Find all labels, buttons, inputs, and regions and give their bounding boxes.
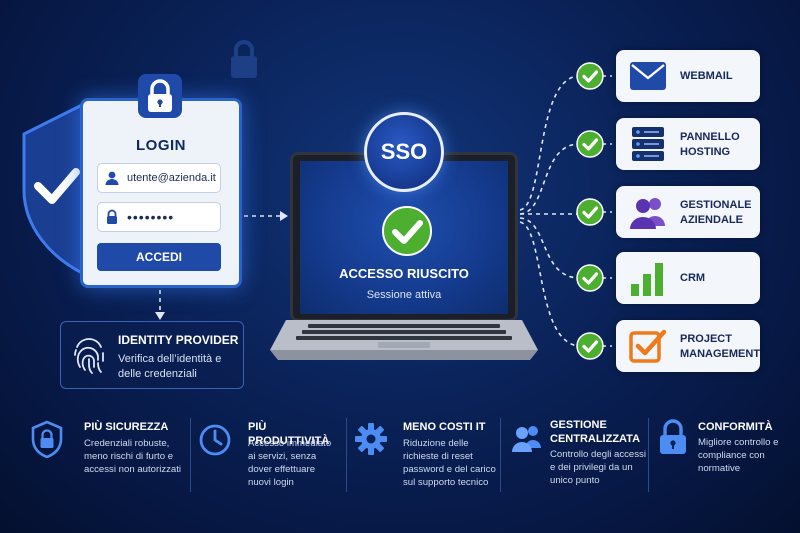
benefit-divider bbox=[500, 418, 501, 492]
lock-icon bbox=[660, 419, 686, 454]
password-field[interactable]: •••••••• bbox=[97, 202, 221, 232]
benefit-text: Accesso immediato ai servizi, senza dove… bbox=[248, 438, 332, 488]
identity-provider-description: Verifica dell’identità e delle credenzia… bbox=[118, 353, 222, 380]
benefit-text: Controllo degli accessi e dei privilegi … bbox=[550, 449, 646, 486]
benefit-text: Credenziali robuste, meno rischi di furt… bbox=[84, 438, 182, 475]
shield-lock-icon bbox=[31, 420, 63, 458]
clock-icon bbox=[199, 424, 231, 456]
laptop-keyboard-base bbox=[270, 320, 538, 360]
bar-chart-icon bbox=[631, 263, 663, 296]
password-lock-icon bbox=[107, 209, 117, 224]
mail-icon bbox=[630, 62, 666, 90]
benefit-divider bbox=[346, 418, 347, 492]
service-label-gestionale: GESTIONALE AZIENDALE bbox=[680, 199, 752, 226]
users-icon bbox=[630, 198, 665, 229]
benefit-title: MENO COSTI IT bbox=[403, 421, 486, 433]
service-check-icon bbox=[576, 62, 604, 90]
gear-icon bbox=[355, 423, 387, 455]
server-icon bbox=[632, 127, 664, 161]
benefit-title: GESTIONE CENTRALIZZATA bbox=[550, 419, 641, 445]
password-value: •••••••• bbox=[127, 209, 175, 225]
sso-badge: SSO bbox=[364, 112, 444, 192]
service-label-hosting: PANNELLO HOSTING bbox=[680, 131, 740, 158]
benefit-title: PIÙ PRODUTTIVITÀ bbox=[248, 421, 330, 447]
shield-check-icon bbox=[22, 101, 86, 277]
service-check-icon bbox=[576, 198, 604, 226]
email-value: utente@azienda.it bbox=[127, 172, 216, 184]
login-lock-icon bbox=[138, 74, 182, 118]
benefit-text: Migliore controllo e compliance con norm… bbox=[698, 437, 779, 474]
benefit-title: PIÙ SICUREZZA bbox=[84, 421, 169, 433]
service-check-icon bbox=[576, 130, 604, 158]
service-check-icon bbox=[576, 332, 604, 360]
access-status-subtitle: Sessione attiva bbox=[366, 289, 442, 301]
login-submit-button[interactable]: ACCEDI bbox=[97, 243, 221, 271]
benefit-divider bbox=[190, 418, 191, 492]
benefit-title: CONFORMITÀ bbox=[698, 421, 773, 433]
email-field[interactable]: utente@azienda.it bbox=[97, 163, 221, 193]
service-card-crm[interactable] bbox=[616, 252, 760, 304]
benefit-text: Riduzione delle richieste di reset passw… bbox=[403, 438, 496, 488]
access-status-title: ACCESSO RIUSCITO bbox=[339, 266, 469, 281]
checkbox-icon bbox=[629, 329, 667, 363]
background-lock-icon bbox=[231, 40, 257, 78]
identity-provider-box bbox=[60, 321, 244, 389]
fingerprint-icon bbox=[74, 338, 104, 374]
identity-provider-title: IDENTITY PROVIDER bbox=[118, 333, 239, 347]
success-check-icon bbox=[382, 206, 432, 256]
user-icon bbox=[105, 171, 119, 185]
service-check-icon bbox=[576, 264, 604, 292]
users-icon bbox=[512, 426, 541, 452]
service-label-project-management: PROJECT MANAGEMENT bbox=[680, 333, 761, 360]
service-label-webmail: WEBMAIL bbox=[680, 70, 733, 82]
sso-badge-label: SSO bbox=[380, 139, 428, 164]
benefit-divider bbox=[648, 418, 649, 492]
login-title: LOGIN bbox=[136, 137, 186, 154]
service-label-crm: CRM bbox=[680, 272, 706, 284]
